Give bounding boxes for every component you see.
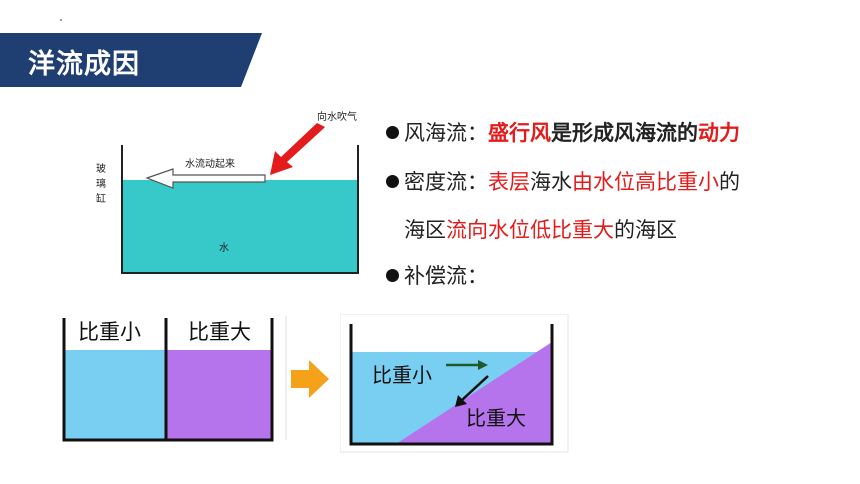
water-label: 水 — [219, 242, 229, 254]
label-large-density: 比重大 — [188, 320, 251, 344]
next-arrow-icon — [291, 360, 329, 398]
label-large-density: 比重大 — [466, 406, 526, 430]
bullet-compensation-current: 补偿流： — [386, 260, 488, 290]
container-walls — [62, 318, 274, 442]
bullet-dot-icon — [386, 126, 399, 139]
decorative-dot — [60, 19, 62, 21]
surface-flow-arrowhead-icon — [478, 360, 488, 370]
large-density-water — [166, 350, 272, 440]
bottom-flow-arrow-icon — [461, 375, 489, 401]
bullet-dot-icon — [386, 175, 399, 188]
bullet-dot-icon — [386, 269, 399, 282]
tank-walls — [121, 145, 359, 274]
wind-arrow-icon — [270, 123, 325, 175]
after-diagram: 比重小 比重大 — [340, 314, 569, 453]
flow-arrow-icon — [145, 168, 266, 189]
large-density-water — [396, 342, 552, 444]
label-small-density: 比重小 — [372, 363, 432, 387]
title-banner — [0, 33, 262, 87]
bottom-flow-arrowhead-icon — [455, 395, 467, 407]
tank-label: 玻璃缸 — [96, 162, 106, 205]
label-small-density: 比重小 — [78, 320, 141, 344]
diagram-frame — [340, 314, 569, 453]
before-diagram: 比重小 比重大 — [62, 316, 287, 442]
glass-tank-diagram: 向水吹气 水流动起来 水 玻璃缸 — [96, 110, 359, 274]
page-title: 洋流成因 — [28, 49, 140, 80]
bullet-density-continued: 海区流向水位低比重大的海区 — [404, 218, 677, 242]
container-walls — [349, 324, 554, 446]
flow-label: 水流动起来 — [185, 157, 235, 170]
bullet-wind-current: 风海流：盛行风是形成风海流的动力 — [386, 117, 740, 147]
tank-water — [122, 180, 358, 273]
bullet-density-current: 密度流：表层海水由水位高比重小的 — [386, 166, 740, 196]
wind-label: 向水吹气 — [317, 110, 357, 123]
small-density-water — [64, 350, 166, 440]
